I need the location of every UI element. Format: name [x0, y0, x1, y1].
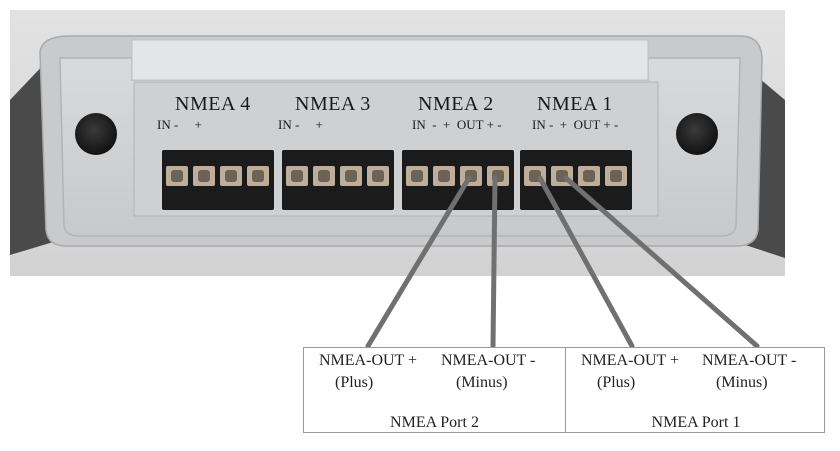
- port2-plus-label: NMEA-OUT +: [319, 352, 418, 369]
- pin-labels-nmea1: IN - + OUT + -: [532, 117, 619, 132]
- port-title-nmea4: NMEA 4: [175, 93, 251, 115]
- terminal-block-nmea2: [402, 150, 514, 210]
- terminal-block-nmea4: [162, 150, 274, 210]
- mounting-hole-right: [676, 113, 718, 155]
- terminal-block-nmea3: [282, 150, 394, 210]
- port2-minus-sub: (Minus): [456, 374, 508, 391]
- wire-port1-minus: [563, 175, 760, 349]
- wire-port1-plus: [537, 175, 635, 349]
- port1-plus-label: NMEA-OUT +: [581, 352, 680, 369]
- port2-name: NMEA Port 2: [390, 414, 479, 431]
- terminal-block-nmea1: [520, 150, 632, 210]
- port1-name: NMEA Port 1: [651, 414, 741, 431]
- connection-wires: [365, 175, 760, 349]
- wiring-legend: NMEA-OUT + (Plus) NMEA-OUT - (Minus) NME…: [303, 347, 825, 433]
- pin-labels-nmea2: IN - + OUT + -: [412, 117, 502, 132]
- port-title-nmea1: NMEA 1: [537, 93, 613, 115]
- wire-port2-minus: [490, 175, 498, 349]
- legend-port1: NMEA-OUT + (Plus) NMEA-OUT - (Minus) NME…: [565, 348, 826, 432]
- legend-port2: NMEA-OUT + (Plus) NMEA-OUT - (Minus) NME…: [304, 348, 565, 432]
- pin-labels-nmea3: IN - +: [278, 117, 323, 132]
- port1-minus-label: NMEA-OUT -: [702, 352, 797, 369]
- port2-minus-label: NMEA-OUT -: [441, 352, 536, 369]
- port1-plus-sub: (Plus): [597, 374, 636, 391]
- port-title-nmea2: NMEA 2: [418, 93, 494, 115]
- wire-port2-plus: [365, 175, 472, 349]
- port1-minus-sub: (Minus): [716, 374, 768, 391]
- port-title-nmea3: NMEA 3: [295, 93, 371, 115]
- mounting-hole-left: [75, 113, 117, 155]
- top-rim: [131, 39, 649, 81]
- port2-plus-sub: (Plus): [335, 374, 374, 391]
- pin-labels-nmea4: IN - +: [157, 117, 202, 132]
